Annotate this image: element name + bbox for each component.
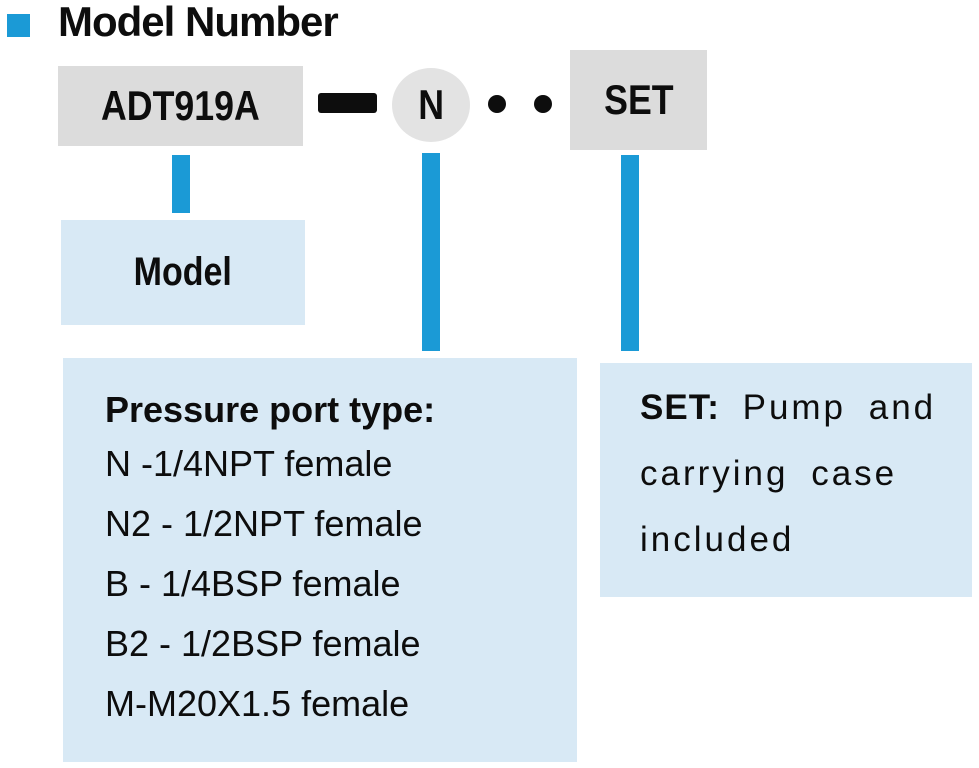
pressure-port-option-b: B - 1/4BSP female <box>105 563 401 604</box>
model-code-box: ADT919A <box>58 66 303 146</box>
placeholder-dot-icon <box>488 95 506 113</box>
model-label-box: Model <box>61 220 305 325</box>
set-code-label: SET <box>603 76 674 123</box>
connector-line-model <box>172 155 190 213</box>
pressure-port-option-m: M-M20X1.5 female <box>105 683 410 724</box>
port-code-label: N <box>418 81 444 128</box>
pressure-port-heading: Pressure port type: <box>105 389 436 430</box>
set-label: SET: <box>640 388 720 427</box>
dash-separator-icon <box>318 93 377 113</box>
pressure-port-option-n: N -1/4NPT female <box>105 443 393 484</box>
connector-line-set <box>621 155 639 351</box>
set-description-line-3: included <box>640 520 795 559</box>
set-description-text-1: Pump and <box>742 388 937 427</box>
set-description-box: SET: Pump and carrying case included <box>600 363 972 597</box>
pressure-port-option-n2: N2 - 1/2NPT female <box>105 503 423 544</box>
connector-line-port <box>422 153 440 351</box>
placeholder-dot-icon <box>534 95 552 113</box>
port-code-circle: N <box>392 68 470 142</box>
page-title: Model Number <box>58 0 339 45</box>
model-code-label: ADT919A <box>101 82 260 129</box>
set-description-line-2: carrying case <box>640 454 898 493</box>
pressure-port-box: Pressure port type: N -1/4NPT female N2 … <box>63 358 577 762</box>
pressure-port-option-b2: B2 - 1/2BSP female <box>105 623 421 664</box>
model-label: Model <box>133 250 233 294</box>
section-bullet-icon <box>7 14 30 37</box>
set-code-box: SET <box>570 50 707 150</box>
set-description-line-1: SET: Pump and <box>640 375 962 441</box>
